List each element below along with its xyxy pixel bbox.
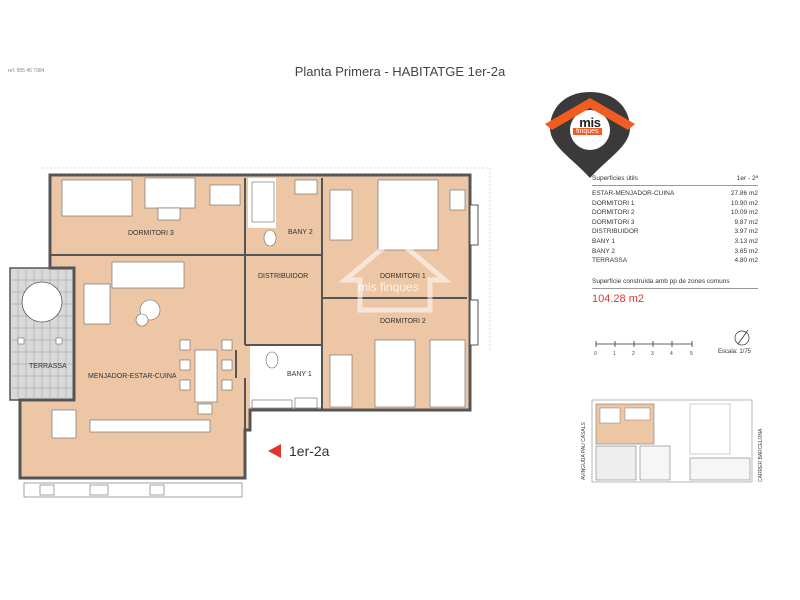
surface-row: DORMITORI 2 10.09 m2 [592, 208, 758, 218]
bany-1-fixtures [251, 351, 318, 409]
scale-tick-3: 3 [651, 351, 654, 357]
surface-row: DORMITORI 3 9.87 m2 [592, 218, 758, 228]
surface-name: BANY 2 [592, 247, 616, 255]
north-arrow-icon [734, 329, 750, 346]
scale-bar: 0 1 2 3 4 5 [594, 341, 693, 357]
surface-value: 10.09 m2 [730, 209, 758, 217]
surface-name: BANY 1 [592, 237, 616, 245]
room-label-bany-1: BANY 1 [287, 371, 312, 378]
logo-text: mis [579, 115, 601, 130]
bany-2-fixtures [251, 179, 318, 247]
terrace-area [9, 267, 75, 401]
street-left-label: AVINGUDA PAU CASALS [581, 421, 587, 480]
reference-id: ref. 955 45 7984 [8, 68, 45, 74]
surfaces-header-right: 1er - 2ª [736, 175, 758, 182]
room-label-dormitori-3: DORMITORI 3 [128, 230, 174, 237]
surface-row: BANY 1 3.13 m2 [592, 237, 758, 247]
scale-tick-0: 0 [594, 351, 597, 357]
surface-name: DORMITORI 2 [592, 209, 635, 217]
living-furniture [51, 261, 233, 439]
dormitori-3-furniture [61, 177, 241, 221]
room-label-distribuidor: DISTRIBUIDOR [258, 273, 308, 280]
location-map: AVINGUDA PAU CASALS CARRER BARCELONA [581, 399, 764, 483]
surfaces-panel: Superfícies útils 1er - 2ª ESTAR-MENJADO… [592, 175, 758, 305]
surface-name: TERRASSA [592, 257, 628, 265]
surface-name: DORMITORI 1 [592, 199, 635, 207]
constructed-label: Superfície construïda amb pp de zones co… [592, 278, 758, 289]
surface-value: 3.65 m2 [734, 247, 759, 255]
dormitori-1-furniture [329, 179, 466, 251]
room-label-dormitori-1: DORMITORI 1 [380, 273, 426, 280]
surface-row: BANY 2 3.65 m2 [592, 247, 758, 257]
constructed-total: 104.28 m2 [592, 292, 644, 305]
scale-tick-1: 1 [613, 351, 616, 357]
room-label-bany-2: BANY 2 [288, 229, 313, 236]
surface-name: DORMITORI 3 [592, 218, 635, 226]
surface-value: 3.97 m2 [734, 228, 759, 236]
scale-tick-2: 2 [632, 351, 635, 357]
logo-subtext: finques [573, 128, 602, 135]
surfaces-header: Superfícies útils 1er - 2ª [592, 175, 758, 186]
windows [469, 204, 479, 346]
room-label-menjador: MENJADOR-ESTAR-CUINA [88, 373, 177, 380]
room-label-terrassa: TERRASSA [29, 363, 67, 370]
surface-value: 3.13 m2 [734, 237, 759, 245]
surface-value: 9.87 m2 [734, 218, 759, 226]
room-label-dormitori-2: DORMITORI 2 [380, 318, 426, 325]
boundary-lines [42, 167, 491, 350]
surface-value: 10.90 m2 [730, 199, 758, 207]
surface-name: DISTRIBUIDOR [592, 228, 639, 236]
unit-tag: 1er-2a [289, 443, 330, 459]
dormitori-2-furniture [329, 339, 466, 408]
kitchen-counter [23, 482, 243, 498]
surface-name: ESTAR-MENJADOR-CUINA [592, 190, 675, 197]
surface-row: ESTAR-MENJADOR-CUINA 27.86 m2 [592, 189, 758, 199]
surfaces-header-left: Superfícies útils [592, 175, 638, 182]
surface-row: DORMITORI 1 10.90 m2 [592, 199, 758, 209]
surface-row: TERRASSA 4.80 m2 [592, 256, 758, 266]
watermark-text: mis finques [358, 280, 419, 294]
page-title: Planta Primera - HABITATGE 1er-2a [294, 64, 506, 79]
logo-pin-icon [545, 92, 635, 178]
surface-value: 27.86 m2 [730, 190, 758, 197]
watermark-logo-icon [338, 234, 452, 313]
unit-arrow-icon [268, 444, 281, 458]
interior-walls [50, 178, 467, 430]
scale-label: Escala: 1/75 [718, 349, 752, 355]
scale-tick-5: 5 [690, 351, 693, 357]
surface-value: 4.80 m2 [734, 257, 759, 265]
surface-row: DISTRIBUIDOR 3.97 m2 [592, 227, 758, 237]
scale-tick-4: 4 [670, 351, 673, 357]
street-right-label: CARRER BARCELONA [758, 428, 764, 482]
